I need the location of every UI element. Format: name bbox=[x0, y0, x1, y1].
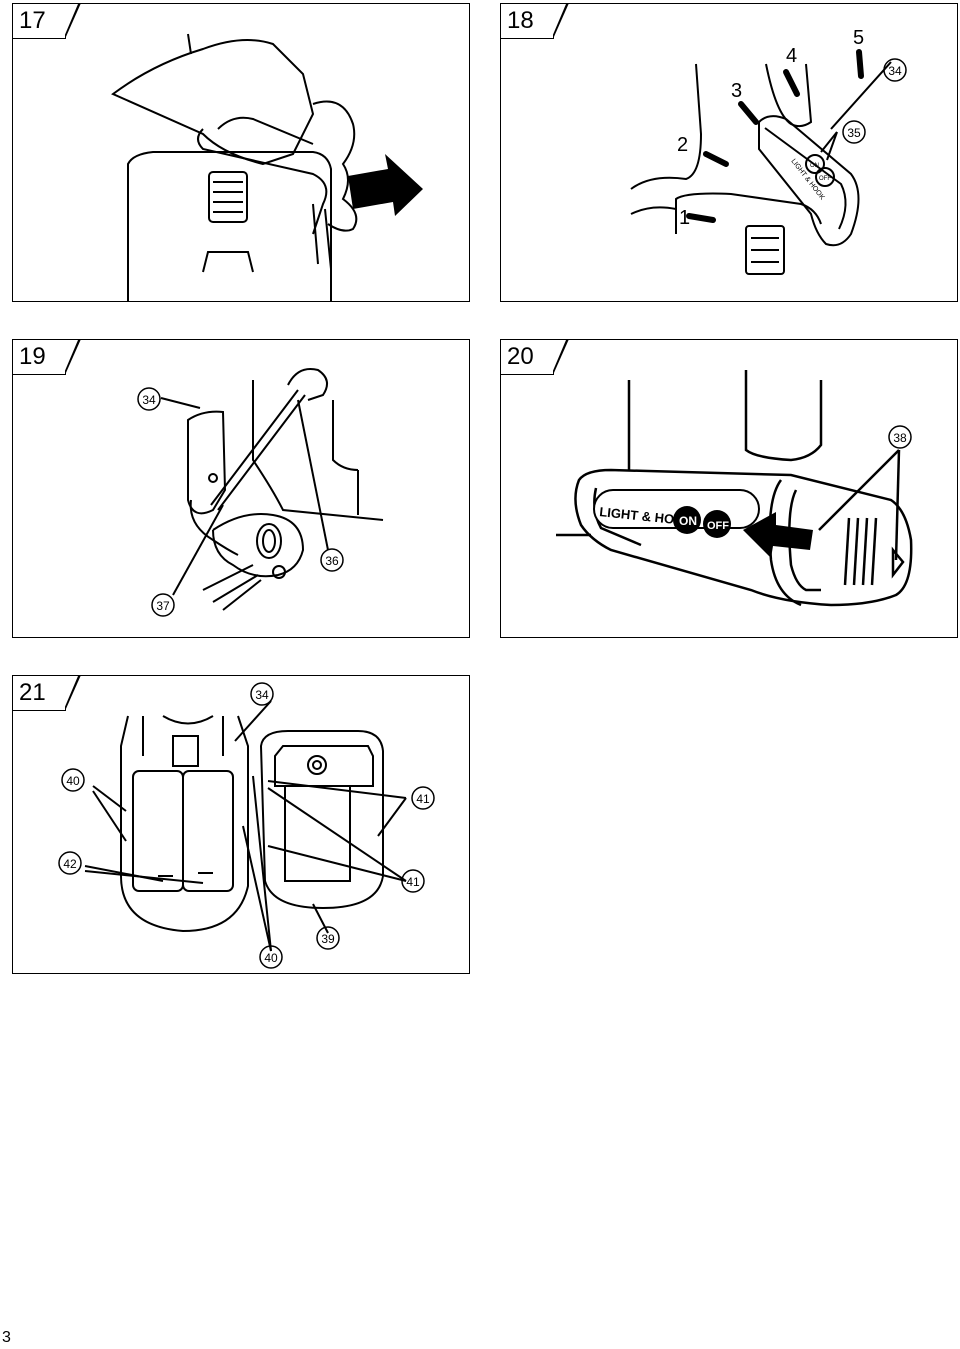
figure-18-illustration: LIGHT & HOOK ON OFF 1 2 3 4 5 34 35 bbox=[630, 27, 907, 275]
figure-18: 18 LIGHT & HOOK ON OFF 1 2 bbox=[500, 3, 958, 302]
figure-19-label: 19 bbox=[13, 340, 81, 375]
callout-21-40-left: 40 bbox=[66, 774, 80, 788]
figure-17: 17 bbox=[12, 3, 470, 302]
callout-20-38: 38 bbox=[893, 431, 907, 445]
callout-21-40-bottom: 40 bbox=[264, 951, 278, 965]
figure-21-label: 21 bbox=[13, 676, 81, 711]
callout-18-35: 35 bbox=[847, 126, 861, 140]
callout-19-37: 37 bbox=[156, 599, 170, 613]
callout-18-4: 4 bbox=[786, 45, 797, 67]
figure-19: 19 34 36 37 bbox=[12, 339, 470, 638]
figure-17-label: 17 bbox=[13, 4, 81, 39]
figure-20: 20 LIGHT & HOOK ON OFF 38 bbox=[500, 339, 958, 638]
figure-18-label: 18 bbox=[501, 4, 569, 39]
figure-19-illustration: 34 36 37 bbox=[137, 368, 384, 617]
figure-21-illustration: 34 40 41 42 41 40 39 bbox=[58, 682, 435, 969]
callout-18-1: 1 bbox=[679, 207, 690, 229]
figure-21: 21 bbox=[12, 675, 470, 974]
page-number: 3 bbox=[2, 1329, 11, 1346]
callout-19-36: 36 bbox=[325, 554, 339, 568]
figure-17-illustration bbox=[111, 33, 423, 301]
callout-21-41-lower: 41 bbox=[406, 875, 420, 889]
figure-18-on-text: ON bbox=[810, 163, 819, 169]
callout-21-41-upper: 41 bbox=[416, 792, 430, 806]
callout-18-34: 34 bbox=[888, 64, 902, 78]
callout-18-5: 5 bbox=[853, 27, 864, 49]
callout-21-39: 39 bbox=[321, 932, 335, 946]
callout-18-2: 2 bbox=[677, 134, 688, 156]
figure-20-on-text: ON bbox=[679, 514, 697, 528]
figure-20-illustration: LIGHT & HOOK ON OFF 38 bbox=[556, 370, 913, 607]
figure-20-off-text: OFF bbox=[707, 520, 729, 532]
callout-21-42: 42 bbox=[63, 857, 77, 871]
callout-18-3: 3 bbox=[731, 80, 742, 102]
callout-19-34: 34 bbox=[142, 393, 156, 407]
figure-18-off-text: OFF bbox=[819, 176, 831, 182]
figure-20-label: 20 bbox=[501, 340, 569, 375]
callout-21-34: 34 bbox=[255, 688, 269, 702]
